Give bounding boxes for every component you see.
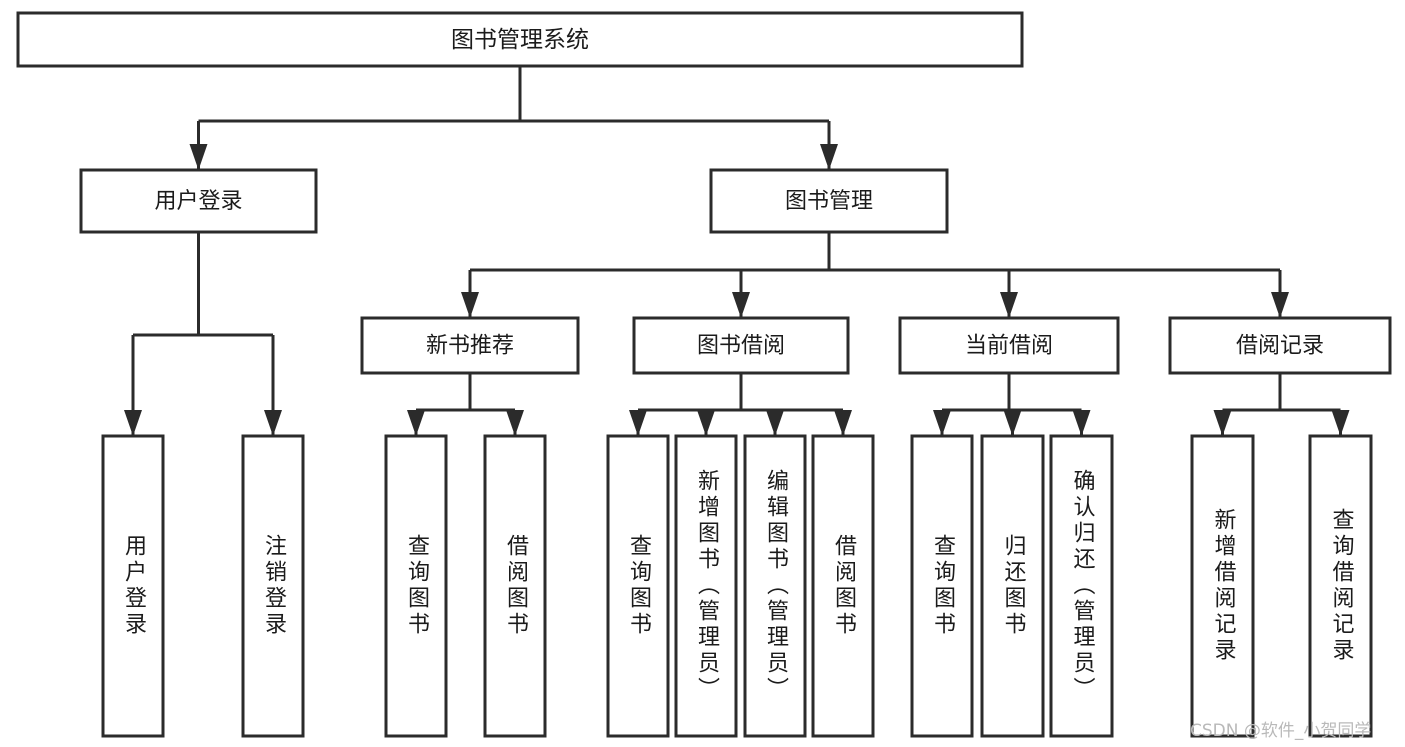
- node-box-leaf-confirm-return[interactable]: [1049, 434, 1114, 738]
- arrow-head-icon-leaf-logout: [264, 410, 282, 436]
- arrow-head-icon-leaf-query-book-new: [407, 410, 425, 436]
- arrow-head-icon-book-manage: [820, 144, 838, 170]
- arrow-head-icon-book-borrow: [732, 292, 750, 318]
- arrow-head-icon-leaf-edit-book-admin: [766, 410, 784, 436]
- node-label-user-login: 用户登录: [154, 189, 242, 214]
- node-box-book-manage[interactable]: [709, 168, 949, 234]
- node-box-leaf-add-record[interactable]: [1190, 434, 1255, 738]
- node-label-current-borrow: 当前借阅: [965, 334, 1053, 359]
- node-box-leaf-query-book-borrow[interactable]: [606, 434, 670, 738]
- arrow-head-icon-leaf-user-login: [124, 410, 142, 436]
- arrow-head-icon-leaf-add-record: [1213, 410, 1232, 436]
- arrow-head-icon-leaf-borrow-book: [834, 410, 852, 436]
- node-label-book-manage: 图书管理: [785, 189, 873, 214]
- node-label-new-book-recommend: 新书推荐: [426, 334, 514, 359]
- node-box-leaf-edit-book-admin[interactable]: [743, 434, 807, 738]
- node-label-root: 图书管理系统: [451, 27, 589, 53]
- connector-layer: [124, 66, 1350, 436]
- node-box-leaf-query-record[interactable]: [1308, 434, 1373, 738]
- arrow-head-icon-current-borrow: [1000, 292, 1018, 318]
- node-box-root[interactable]: [16, 11, 1024, 68]
- arrow-head-icon-user-login: [189, 144, 208, 170]
- node-label-book-borrow: 图书借阅: [697, 334, 785, 359]
- arrow-head-icon-leaf-confirm-return: [1072, 410, 1091, 436]
- arrow-head-icon-borrow-record: [1271, 292, 1289, 318]
- node-box-leaf-user-login[interactable]: [101, 434, 165, 738]
- csdn-watermark: CSDN @软件_小贺同学: [1190, 721, 1372, 741]
- node-box-user-login[interactable]: [79, 168, 318, 234]
- node-box-leaf-query-book-cur[interactable]: [910, 434, 974, 738]
- node-box-leaf-return-book[interactable]: [980, 434, 1045, 738]
- arrow-head-icon-new-book-recommend: [461, 292, 479, 318]
- box-layer: [16, 11, 1392, 738]
- arrow-head-icon-leaf-query-record: [1331, 410, 1350, 436]
- node-box-borrow-record[interactable]: [1168, 316, 1392, 375]
- node-box-book-borrow[interactable]: [632, 316, 850, 375]
- node-box-leaf-borrow-book[interactable]: [811, 434, 875, 738]
- node-box-current-borrow[interactable]: [898, 316, 1120, 375]
- node-box-leaf-borrow-book-new[interactable]: [483, 434, 547, 738]
- node-box-leaf-query-book-new[interactable]: [384, 434, 448, 738]
- arrow-head-icon-leaf-return-book: [1003, 410, 1022, 436]
- arrow-head-icon-leaf-add-book-admin: [697, 410, 715, 436]
- arrow-head-icon-leaf-query-book-cur: [933, 410, 951, 436]
- node-box-leaf-add-book-admin[interactable]: [674, 434, 738, 738]
- arrow-head-icon-leaf-query-book-borrow: [629, 410, 647, 436]
- node-label-borrow-record: 借阅记录: [1236, 334, 1324, 359]
- arrow-head-icon-leaf-borrow-book-new: [506, 410, 524, 436]
- node-box-leaf-logout[interactable]: [241, 434, 305, 738]
- node-box-new-book-recommend[interactable]: [360, 316, 580, 375]
